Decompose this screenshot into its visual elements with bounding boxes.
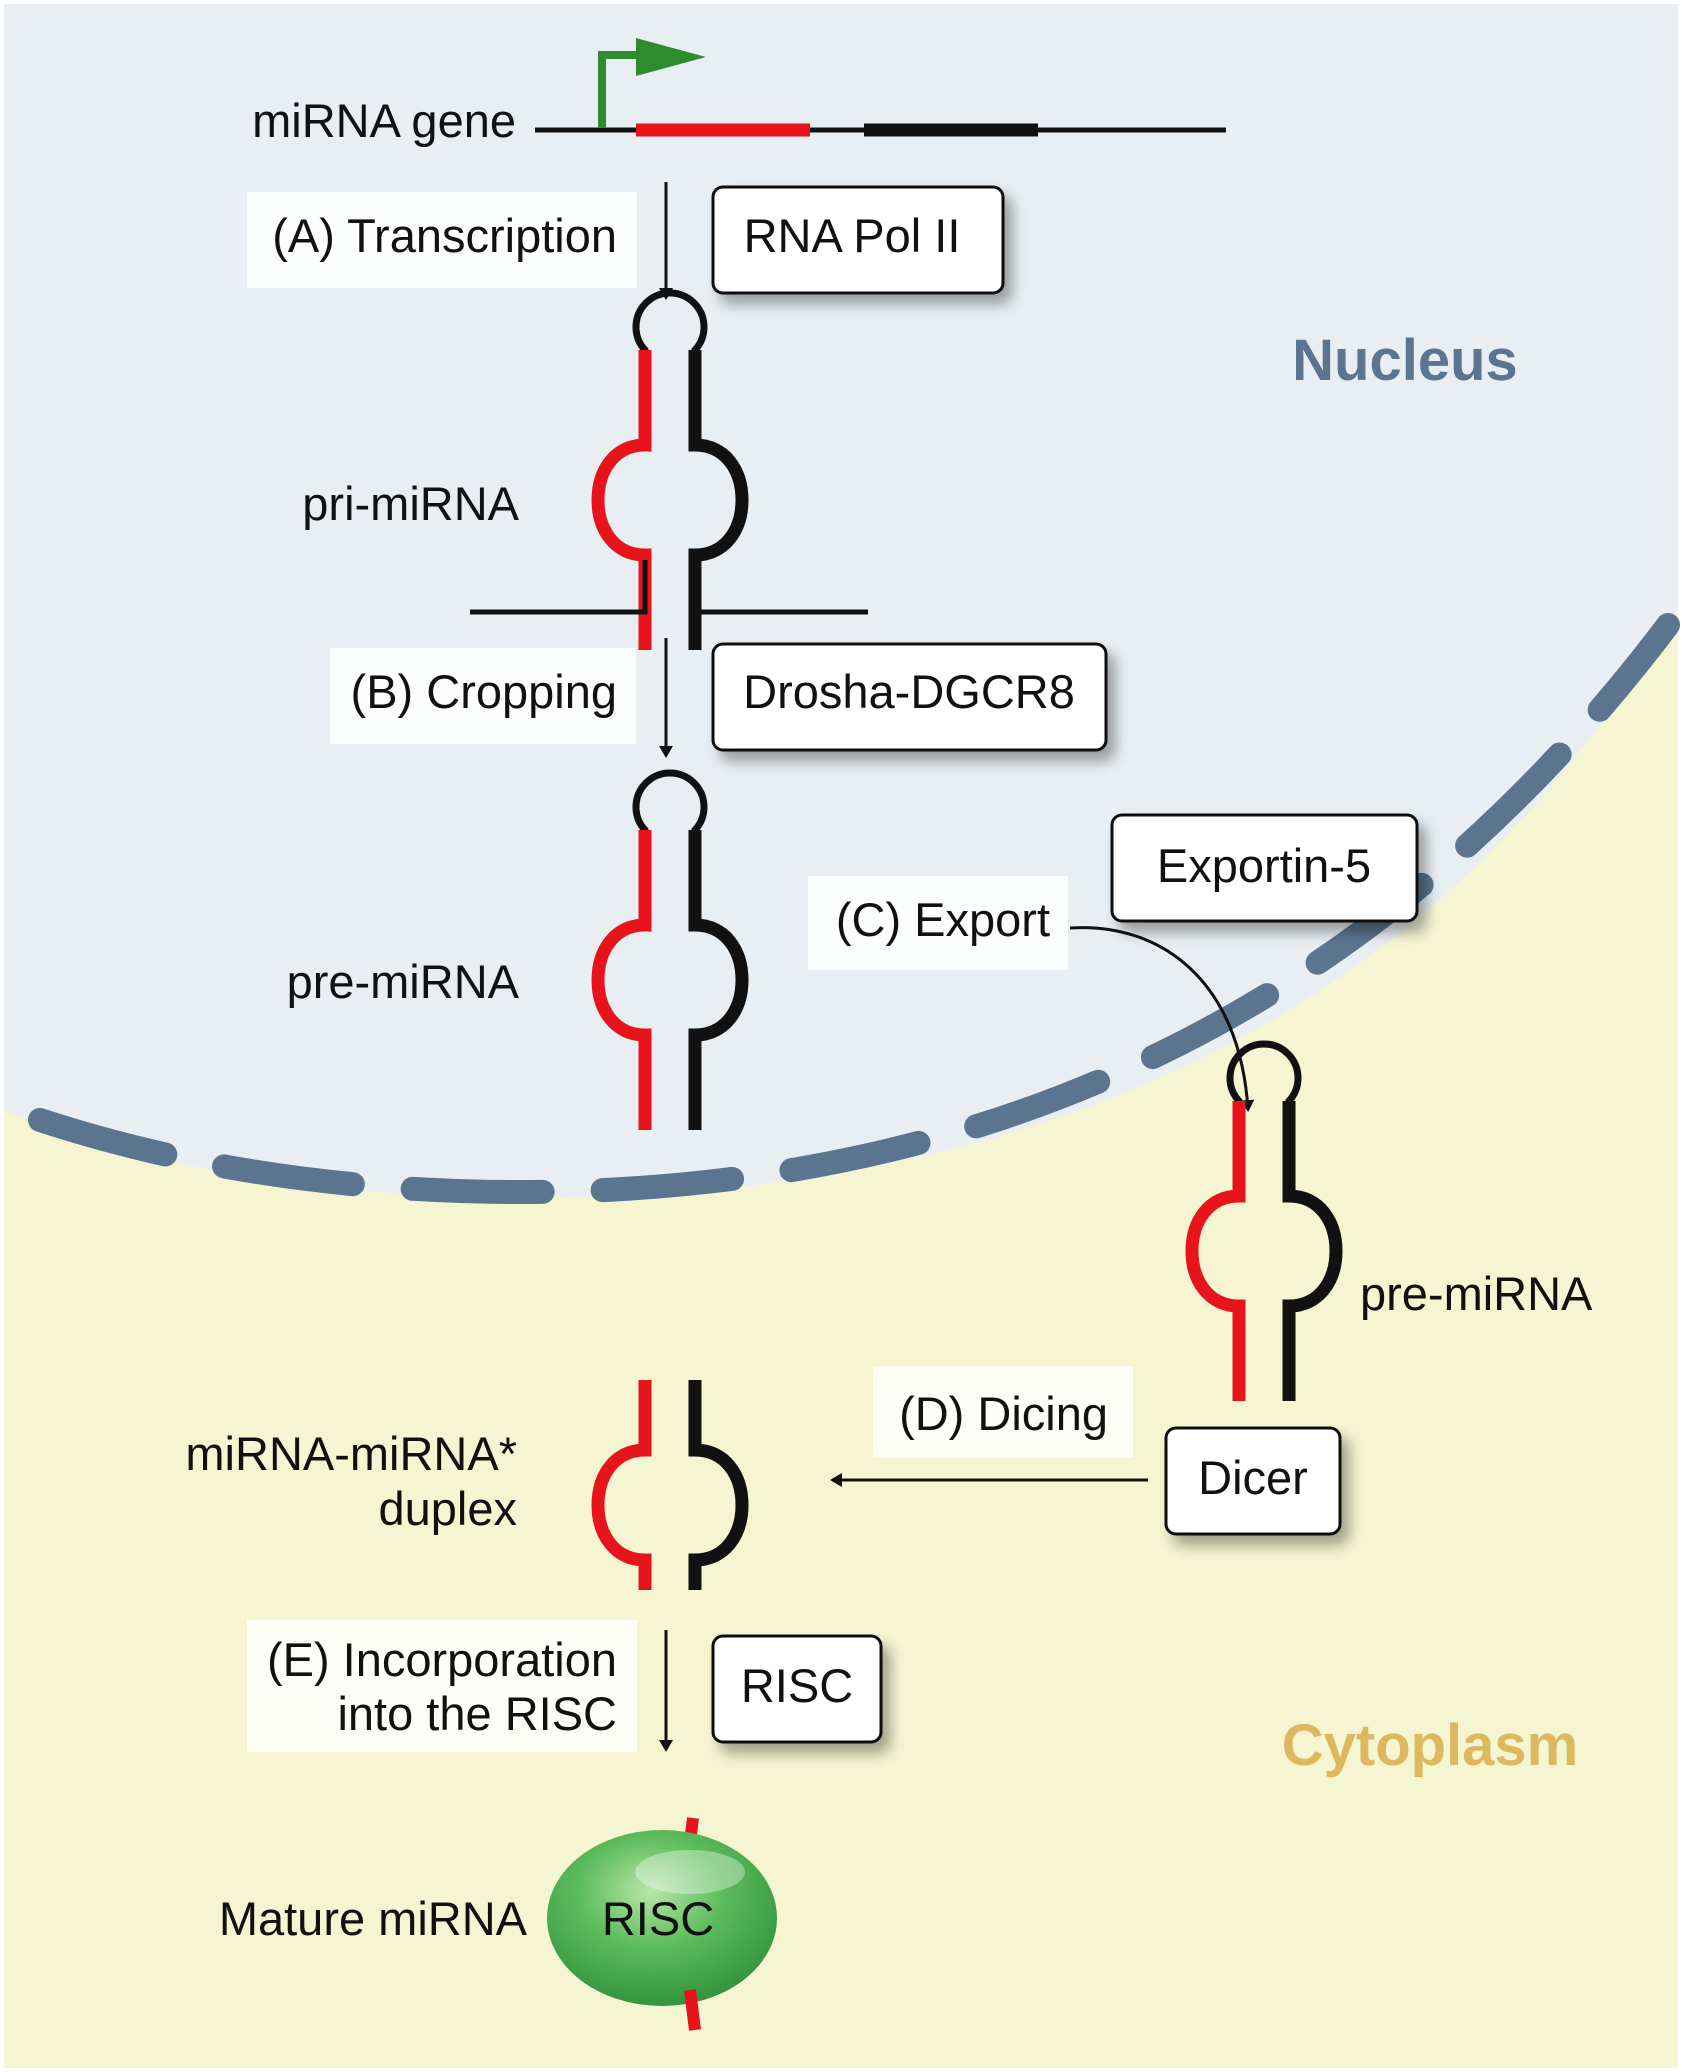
mirna-gene-label: miRNA gene <box>252 94 516 147</box>
arrow-icon <box>1069 926 1255 1112</box>
rna-pol-ii-box <box>711 185 1005 295</box>
step-a-label-bg <box>247 192 637 288</box>
risc-box <box>711 1634 883 1744</box>
drosha-dgcr8-box <box>711 642 1108 752</box>
promoter-arrow-icon <box>598 38 706 128</box>
step-b-label-bg <box>330 648 636 744</box>
dicer-box <box>1164 1426 1342 1536</box>
pre-mirna-nuclear-label: pre-miRNA <box>287 955 520 1008</box>
pri-mirna-hairpin-icon <box>470 293 868 650</box>
step-d-label-bg <box>873 1366 1133 1458</box>
mature-mirna-label: Mature miRNA <box>219 1892 528 1945</box>
step-b-label: (B) Cropping <box>351 665 617 718</box>
nuclear-envelope <box>28 613 1680 1205</box>
cytoplasm-label: Cytoplasm <box>1282 1713 1579 1778</box>
nucleus-label: Nucleus <box>1292 328 1518 393</box>
pre-mirna-cyto-label: pre-miRNA <box>1360 1267 1593 1320</box>
risc-blob-icon <box>547 1817 777 2031</box>
step-e-label-line1: (E) Incorporation <box>267 1633 617 1686</box>
duplex-label-line2: duplex <box>379 1482 518 1535</box>
step-e-label-line2: into the RISC <box>337 1687 617 1740</box>
drosha-dgcr8-label: Drosha-DGCR8 <box>743 665 1075 718</box>
step-c-label: (C) Export <box>836 893 1050 946</box>
duplex-label-line1: miRNA-miRNA* <box>185 1427 517 1480</box>
step-c-label-bg <box>808 876 1068 970</box>
risc-box-label: RISC <box>741 1659 853 1712</box>
step-a-label: (A) Transcription <box>272 209 617 262</box>
pri-mirna-label: pri-miRNA <box>302 477 519 530</box>
rna-pol-ii-label: RNA Pol II <box>744 209 961 262</box>
step-d-label: (D) Dicing <box>899 1387 1108 1440</box>
step-e-label-bg <box>247 1620 637 1752</box>
mirna-gene: miRNA gene <box>252 38 1226 147</box>
exportin-5-label: Exportin-5 <box>1157 839 1371 892</box>
dicer-label: Dicer <box>1198 1451 1308 1504</box>
exportin-5-box <box>1110 813 1419 923</box>
risc-complex-label: RISC <box>602 1892 714 1945</box>
